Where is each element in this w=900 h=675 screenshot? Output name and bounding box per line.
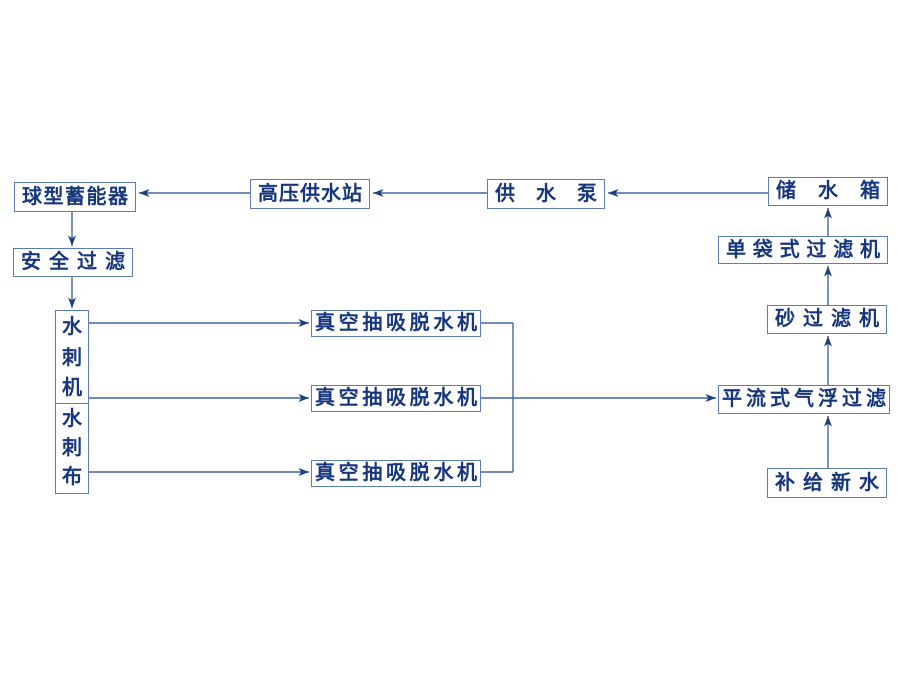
- node-vacuum-dewaterer-2: 真空抽吸脱水机: [311, 385, 481, 412]
- node-vacuum-dewaterer-3: 真空抽吸脱水机: [311, 460, 481, 487]
- node-vacuum-dewaterer-1: 真空抽吸脱水机: [311, 310, 481, 337]
- node-flotation-filter: 平流式气浮过滤: [718, 385, 890, 414]
- node-storage-tank: 储水箱: [768, 177, 888, 206]
- node-supply-pump: 供水泵: [487, 179, 605, 209]
- node-spunlace-machine: 水刺机: [55, 310, 89, 404]
- node-spunlace-fabric: 水刺布: [55, 404, 89, 494]
- node-accumulator: 球型蓄能器: [14, 182, 136, 212]
- node-safety-filter: 安全过滤: [13, 248, 133, 277]
- node-hp-supply-station: 高压供水站: [250, 179, 370, 209]
- node-sand-filter: 砂过滤机: [767, 305, 887, 334]
- node-single-bag-filter: 单袋式过滤机: [718, 236, 888, 264]
- node-makeup-water: 补给新水: [767, 468, 887, 498]
